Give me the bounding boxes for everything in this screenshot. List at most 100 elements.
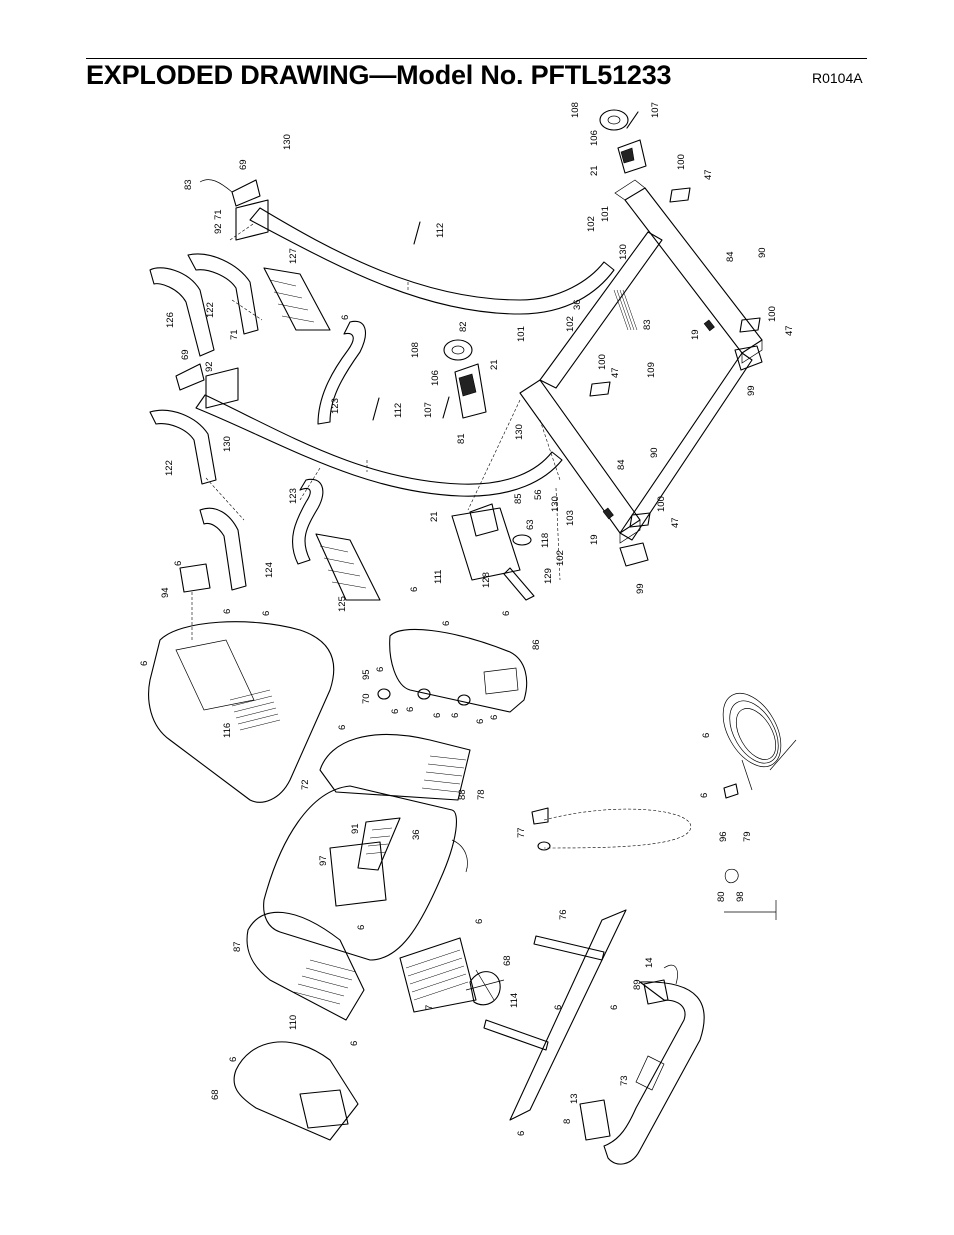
callout: 123	[288, 488, 299, 504]
callout: 6	[701, 733, 712, 738]
callout: 47	[610, 367, 621, 378]
callout: 88	[457, 789, 468, 800]
callout: 7	[424, 1005, 435, 1010]
callout: 47	[670, 517, 681, 528]
callout: 85	[513, 493, 524, 504]
callout: 21	[589, 165, 600, 176]
callout: 19	[690, 329, 701, 340]
callout: 6	[501, 611, 512, 616]
callout: 127	[288, 248, 299, 264]
part-callouts: 108 107 106 21 100 47 130 69 83 71 92 11…	[139, 102, 795, 1136]
callout: 84	[725, 251, 736, 262]
callout: 90	[757, 247, 768, 258]
callout: 79	[742, 831, 753, 842]
callout: 129	[543, 568, 554, 584]
callout: 123	[330, 398, 341, 414]
callout: 19	[589, 534, 600, 545]
callout: 130	[618, 244, 629, 260]
callout: 125	[337, 596, 348, 612]
callout: 84	[616, 459, 627, 470]
callout: 81	[456, 433, 467, 444]
callout: 77	[516, 827, 527, 838]
callout: 109	[646, 362, 657, 378]
callout: 102	[555, 550, 566, 566]
callout: 68	[210, 1089, 221, 1100]
callout: 13	[569, 1093, 580, 1104]
drawing-code: R0104A	[812, 70, 863, 86]
callout: 122	[205, 302, 216, 318]
callout: 130	[222, 436, 233, 452]
callout: 6	[474, 919, 485, 924]
callout: 6	[441, 621, 452, 626]
callout: 130	[282, 134, 293, 150]
callout: 6	[222, 609, 233, 614]
callout: 99	[635, 583, 646, 594]
callout: 102	[565, 316, 576, 332]
callout: 6	[432, 713, 443, 718]
callout: 6	[405, 707, 416, 712]
callout: 47	[784, 325, 795, 336]
callout: 107	[423, 402, 434, 418]
callout: 126	[165, 312, 176, 328]
callout: 94	[160, 587, 171, 598]
callout: 110	[288, 1015, 299, 1030]
callout: 70	[361, 693, 372, 704]
callout: 107	[650, 102, 661, 118]
callout: 80	[716, 891, 727, 902]
callout: 112	[435, 223, 446, 238]
tray-70	[377, 628, 528, 713]
callout: 6	[228, 1057, 239, 1062]
callout: 100	[767, 306, 778, 322]
callout: 100	[597, 354, 608, 370]
callout: 103	[565, 510, 576, 526]
callout: 87	[232, 941, 243, 952]
motor-hood	[148, 563, 335, 803]
callout: 106	[430, 370, 441, 386]
page-title: EXPLODED DRAWING—Model No. PFTL51233	[86, 60, 672, 90]
callout: 98	[735, 891, 746, 902]
callout: 6	[516, 1131, 527, 1136]
callout: 86	[531, 639, 542, 650]
callout: 122	[164, 460, 175, 476]
callout: 112	[393, 403, 404, 418]
callout: 130	[550, 496, 561, 512]
callout: 108	[570, 102, 581, 118]
callout: 95	[361, 669, 372, 680]
callout: 72	[300, 779, 311, 790]
callout: 21	[489, 359, 500, 370]
callout: 68	[502, 955, 513, 966]
accessories	[531, 692, 797, 920]
callout: 99	[746, 385, 757, 396]
callout: 118	[540, 533, 551, 548]
callout: 6	[609, 1005, 620, 1010]
callout: 6	[261, 611, 272, 616]
callout: 56	[533, 489, 544, 500]
callout: 6	[489, 715, 500, 720]
callout: 6	[173, 561, 184, 566]
callout: 101	[516, 326, 527, 342]
motor-assembly	[451, 399, 561, 601]
callout: 6	[390, 709, 401, 714]
frame-assembly	[372, 109, 763, 567]
callout: 100	[656, 496, 667, 512]
callout: 97	[318, 855, 329, 866]
callout: 92	[213, 223, 224, 234]
callout: 6	[475, 719, 486, 724]
callout: 8	[562, 1119, 573, 1124]
callout: 83	[642, 319, 653, 330]
callout: 6	[699, 793, 710, 798]
callout: 101	[600, 206, 611, 222]
callout: 108	[410, 342, 421, 358]
callout: 6	[139, 661, 150, 666]
callout: 128	[481, 572, 492, 588]
callout: 116	[222, 723, 233, 738]
callout: 124	[264, 562, 275, 578]
callout: 14	[644, 957, 655, 968]
callout: 71	[229, 329, 240, 340]
callout: 100	[676, 154, 687, 170]
handrails	[149, 253, 381, 601]
callout: 6	[349, 1041, 360, 1046]
callout: 102	[586, 216, 597, 232]
callout: 6	[450, 713, 461, 718]
callout: 6	[337, 725, 348, 730]
